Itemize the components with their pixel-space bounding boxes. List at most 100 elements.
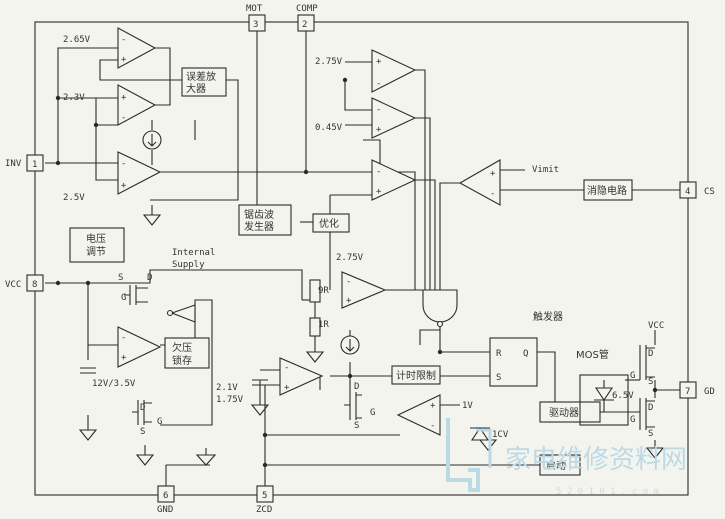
pin-3-box <box>248 14 266 32</box>
svg-text:-: - <box>121 159 126 169</box>
timer-limit-block <box>391 365 441 385</box>
pin-2-name: COMP <box>296 4 318 14</box>
zener-diodes <box>470 380 614 441</box>
pin-6-number: 6 <box>163 491 168 501</box>
sawtooth-label-2: 发生器 <box>244 220 274 233</box>
chip-outline <box>34 21 689 496</box>
blanking-label: 消隐电路 <box>587 184 627 197</box>
svg-text:G: G <box>630 371 635 381</box>
pin-7-box <box>679 381 697 399</box>
pin-1-number: 1 <box>32 160 37 170</box>
svg-text:-: - <box>376 79 381 89</box>
label-0v45: 0.45V <box>315 123 343 133</box>
label-1cv: 1CV <box>492 430 509 440</box>
svg-text:S: S <box>648 429 653 439</box>
current-sources <box>142 120 360 355</box>
pin-7-name: GD <box>704 387 715 397</box>
voltage-labels: 2.65V 2.3V 2.5V 2.75V 0.45V 2.75V Vimit … <box>63 35 664 440</box>
svg-text:G: G <box>121 293 126 303</box>
label-9r: 9R <box>318 286 329 296</box>
label-vcc-top: VCC <box>648 321 664 331</box>
pin-6-name: GND <box>157 505 173 515</box>
optimize-label: 优化 <box>319 217 339 230</box>
error-amp-label-2: 大器 <box>186 82 206 95</box>
svg-text:D: D <box>354 382 359 392</box>
startup-label: 启动 <box>546 459 566 472</box>
pin-1-name: INV <box>5 159 22 169</box>
pin-5-number: 5 <box>262 491 267 501</box>
svg-text:+: + <box>346 296 352 306</box>
label-vimit: Vimit <box>532 165 559 175</box>
svg-text:S: S <box>118 273 123 283</box>
svg-text:S: S <box>648 377 653 387</box>
pin-7-number: 7 <box>685 387 690 397</box>
pin-4-number: 4 <box>685 187 690 197</box>
svg-text:D: D <box>648 403 653 413</box>
wires <box>45 30 680 495</box>
ff-r-label: R <box>496 349 502 359</box>
label-2v75: 2.75V <box>315 57 343 67</box>
voltage-regulator-block <box>69 227 125 263</box>
resistor-9r <box>309 279 321 303</box>
svg-text:-: - <box>376 105 381 115</box>
svg-text:D: D <box>140 403 145 413</box>
rs-flip-flop <box>489 337 538 387</box>
label-2v65: 2.65V <box>63 35 91 45</box>
mos-group-outline <box>579 374 629 426</box>
comparator-2v75-b <box>341 271 387 309</box>
pin-8-name: VCC <box>5 280 21 290</box>
not-gate <box>170 304 196 323</box>
svg-text:-: - <box>284 363 289 373</box>
zcd-comparator <box>279 357 324 396</box>
amplifiers <box>117 27 501 436</box>
pin-4-name: CS <box>704 187 715 197</box>
svg-text:G: G <box>630 415 635 425</box>
junctions <box>55 77 658 468</box>
pin-labels: 3 MOT 2 COMP 1 INV 8 VCC 4 CS 7 GD 6 GND… <box>5 4 715 515</box>
svg-text:+: + <box>121 181 127 191</box>
pin-4-box <box>679 181 697 199</box>
comparator-0v45 <box>371 97 417 139</box>
svg-text:+: + <box>284 383 290 393</box>
svg-text:+: + <box>376 125 382 135</box>
voltage-reg-label-2: 调节 <box>86 246 106 258</box>
capacitors <box>80 367 268 386</box>
label-2v5: 2.5V <box>63 193 85 203</box>
driver-label: 驱动器 <box>549 407 579 419</box>
label-1v: 1V <box>462 401 473 411</box>
svg-text:+: + <box>430 401 436 411</box>
pin-3-number: 3 <box>253 20 258 30</box>
svg-text:S: S <box>140 427 145 437</box>
sawtooth-label-1: 锯齿波 <box>244 208 274 221</box>
pin-8-number: 8 <box>32 280 37 290</box>
svg-text:+: + <box>490 169 496 179</box>
svg-text:-: - <box>490 189 495 199</box>
ff-s-label: S <box>496 373 501 383</box>
svg-text:D: D <box>648 349 653 359</box>
svg-text:-: - <box>376 167 381 177</box>
function-blocks <box>69 67 633 476</box>
resistor-1r <box>309 317 321 337</box>
pin-2-number: 2 <box>302 20 307 30</box>
label-2v75-b: 2.75V <box>336 253 364 263</box>
uvlo-comparator <box>117 326 162 368</box>
svg-text:-: - <box>121 333 126 343</box>
sawtooth-generator-block <box>238 204 292 236</box>
ff-q-label: Q <box>523 349 528 359</box>
comparator-2v75 <box>371 49 417 93</box>
voltage-reg-label-1: 电压 <box>86 232 106 245</box>
error-amp-block <box>181 67 227 97</box>
comparator-vimit <box>458 159 501 206</box>
blanking-circuit-block <box>583 179 633 201</box>
block-labels: 误差放 大器 电压 调节 锯齿波 发生器 优化 欠压 锁存 计时限制 驱动器 消… <box>86 70 627 472</box>
watermark-text: 家电维修资料网 <box>505 445 687 475</box>
pin-8-box <box>26 274 44 292</box>
pins <box>26 14 697 503</box>
uvlo-label-1: 欠压 <box>172 341 192 354</box>
svg-text:-: - <box>430 421 435 431</box>
svg-text:+: + <box>121 353 127 363</box>
timer-label: 计时限制 <box>396 369 436 382</box>
comparator-1v <box>396 394 441 436</box>
label-2v3: 2.3V <box>63 93 85 103</box>
